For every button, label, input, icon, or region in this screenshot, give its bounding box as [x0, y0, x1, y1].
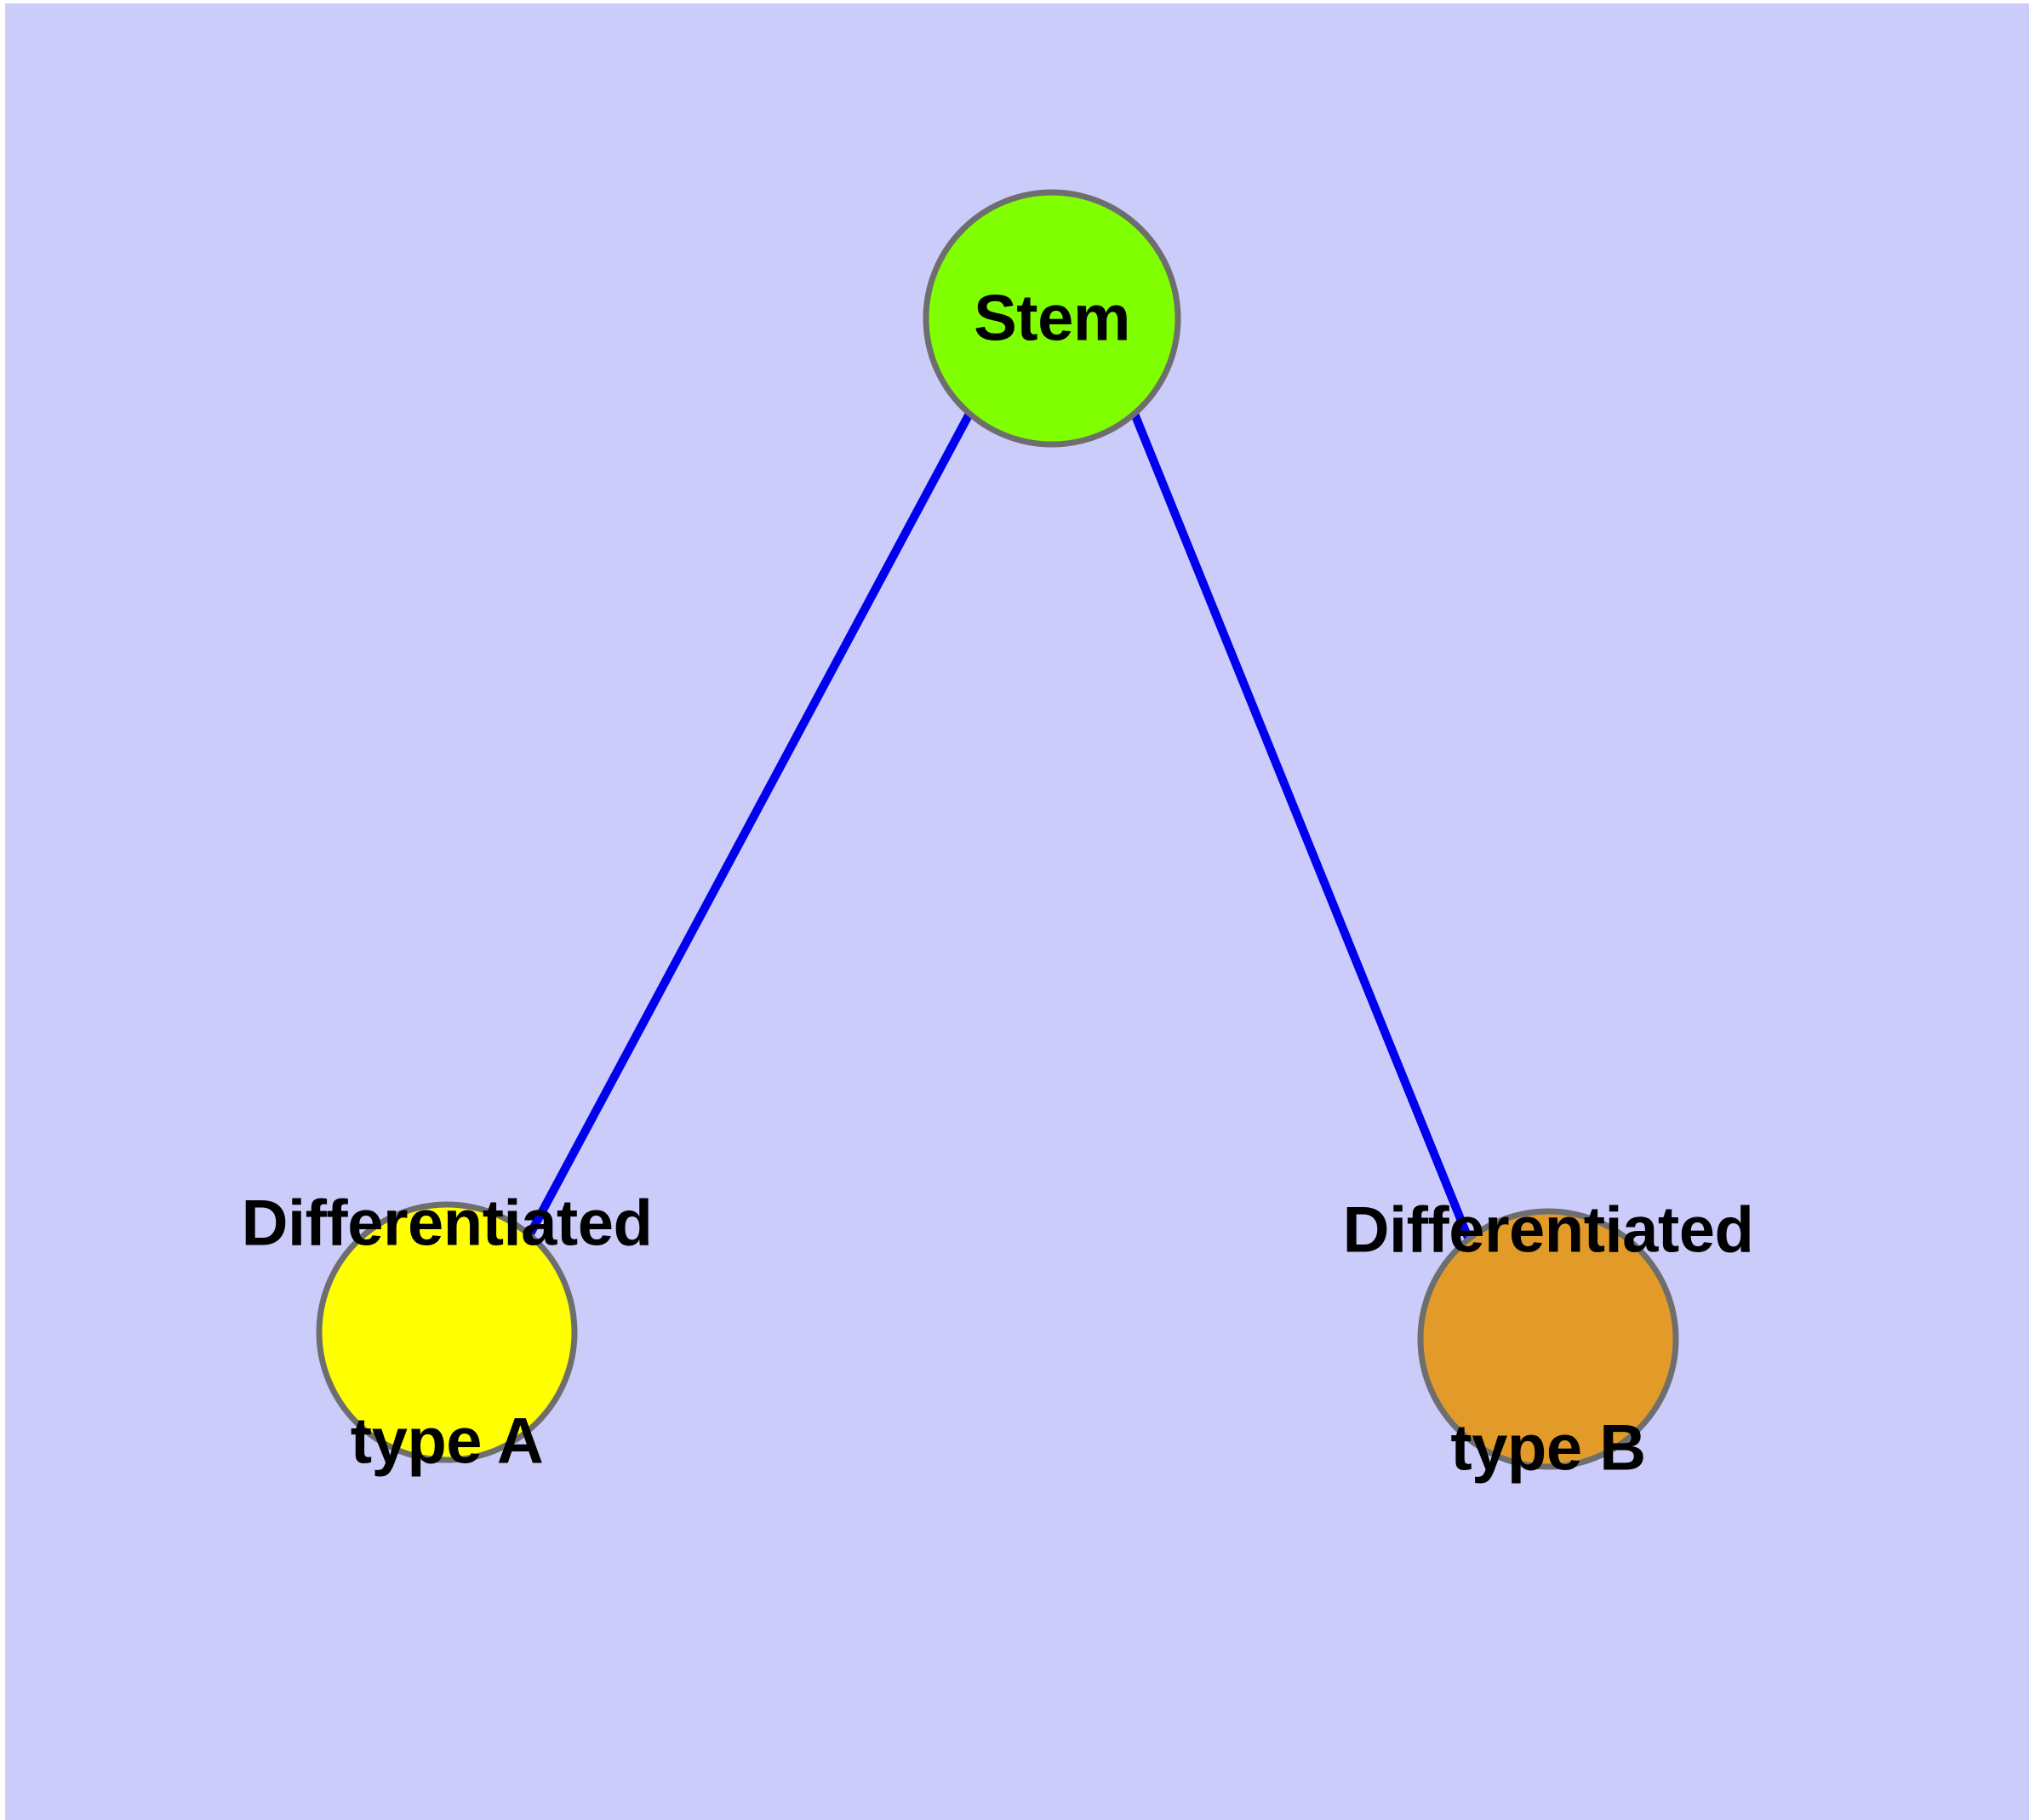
edge-stem-to-differentiated-type-a: [523, 411, 974, 1241]
node-stem[interactable]: [923, 189, 1181, 448]
edge-group: [523, 411, 1474, 1244]
node-differentiated-type-b[interactable]: [1417, 1208, 1679, 1470]
edge-stem-to-differentiated-type-b: [1130, 412, 1474, 1244]
node-differentiated-type-a[interactable]: [316, 1201, 578, 1463]
node-group: [316, 189, 1679, 1470]
